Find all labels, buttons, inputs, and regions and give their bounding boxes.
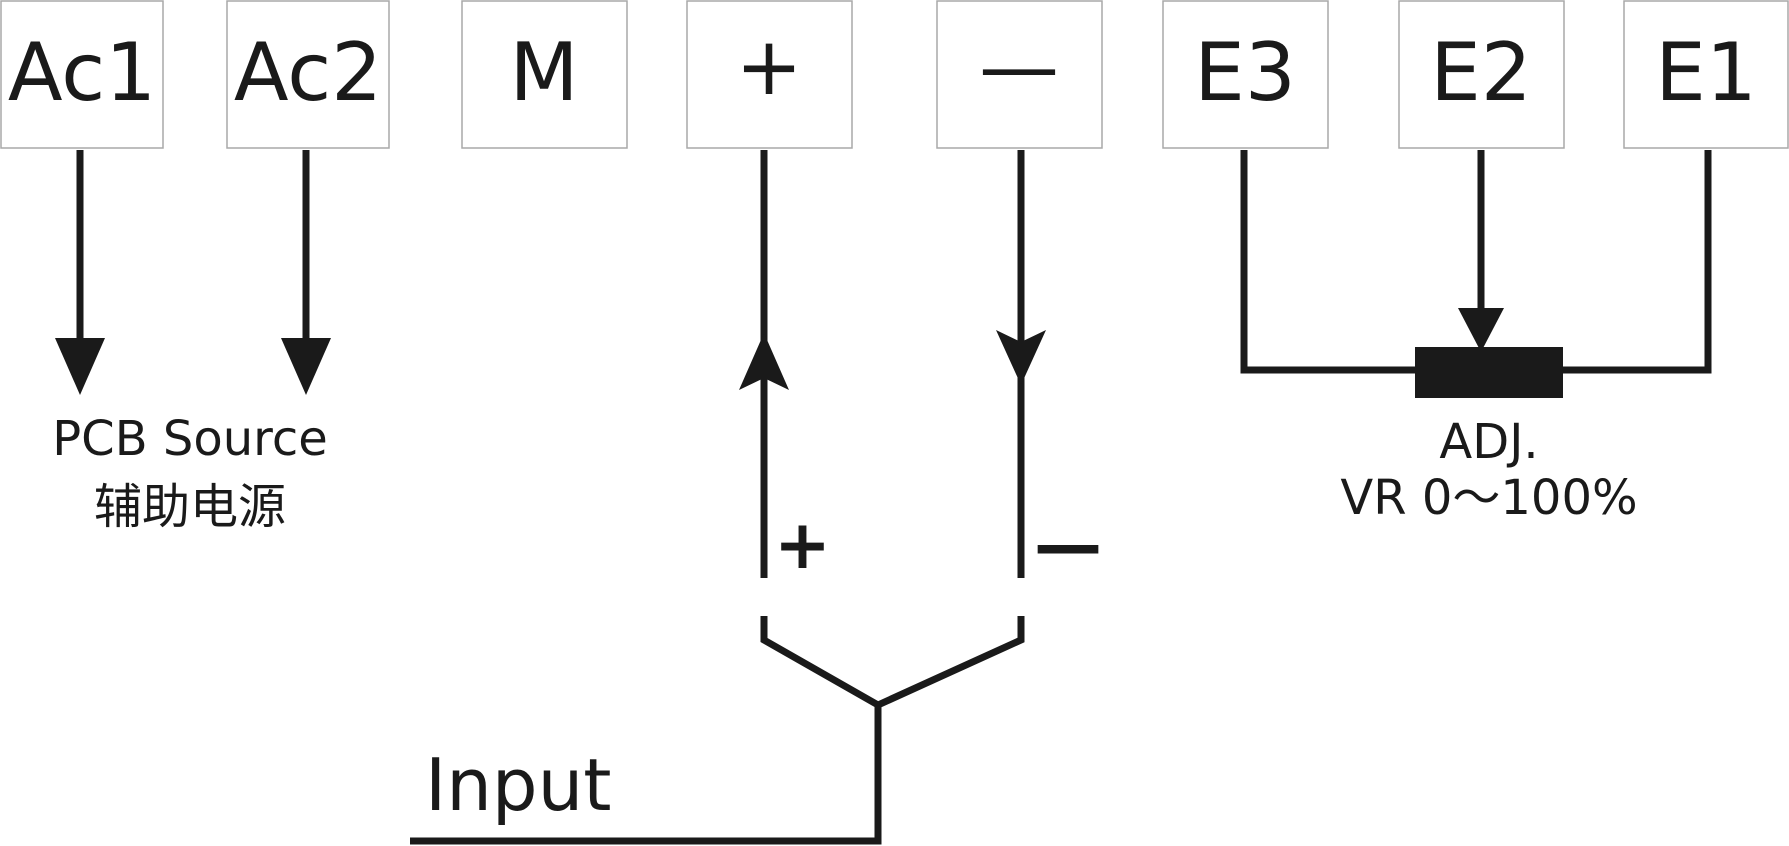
input-line [410, 705, 882, 845]
pcb-source-label: PCB Source [52, 411, 328, 467]
terminal-e3: E3 [1162, 0, 1329, 149]
terminal-ac1-label: Ac1 [8, 26, 156, 119]
adj-label: ADJ. [1439, 414, 1538, 470]
input-minus-sign: — [1034, 506, 1102, 585]
terminal-m: M [461, 0, 628, 149]
terminal-m-label: M [509, 26, 578, 119]
minus-arrowhead-down [996, 330, 1046, 385]
input-label: Input [425, 743, 611, 827]
terminal-e1-label: E1 [1655, 26, 1756, 119]
potentiometer-body [1415, 347, 1563, 398]
input-plus-sign: + [774, 506, 831, 585]
pcb-source-label-cn: 辅助电源 [94, 479, 286, 535]
terminal-ac1: Ac1 [0, 0, 164, 149]
terminal-plus-label: + [735, 20, 802, 113]
ac1-arrowhead-down [55, 338, 105, 395]
wiper-arrowhead-down [1458, 308, 1504, 352]
input-fork [760, 616, 1025, 709]
terminal-ac2-label: Ac2 [234, 26, 382, 119]
terminal-e3-label: E3 [1194, 26, 1295, 119]
terminal-ac2: Ac2 [226, 0, 390, 149]
terminal-e2-label: E2 [1430, 26, 1531, 119]
plus-arrowhead-up [739, 333, 789, 390]
e3-wire [1240, 150, 1420, 374]
vr-range-label: VR 0～100% [1340, 470, 1637, 526]
ac2-arrowhead-down [281, 338, 331, 395]
terminal-plus: + [686, 0, 853, 149]
terminal-e2: E2 [1398, 0, 1565, 149]
terminal-minus: — [936, 0, 1103, 149]
e1-wire [1560, 150, 1712, 374]
terminal-e1: E1 [1623, 0, 1789, 149]
terminal-minus-label: — [979, 20, 1059, 113]
